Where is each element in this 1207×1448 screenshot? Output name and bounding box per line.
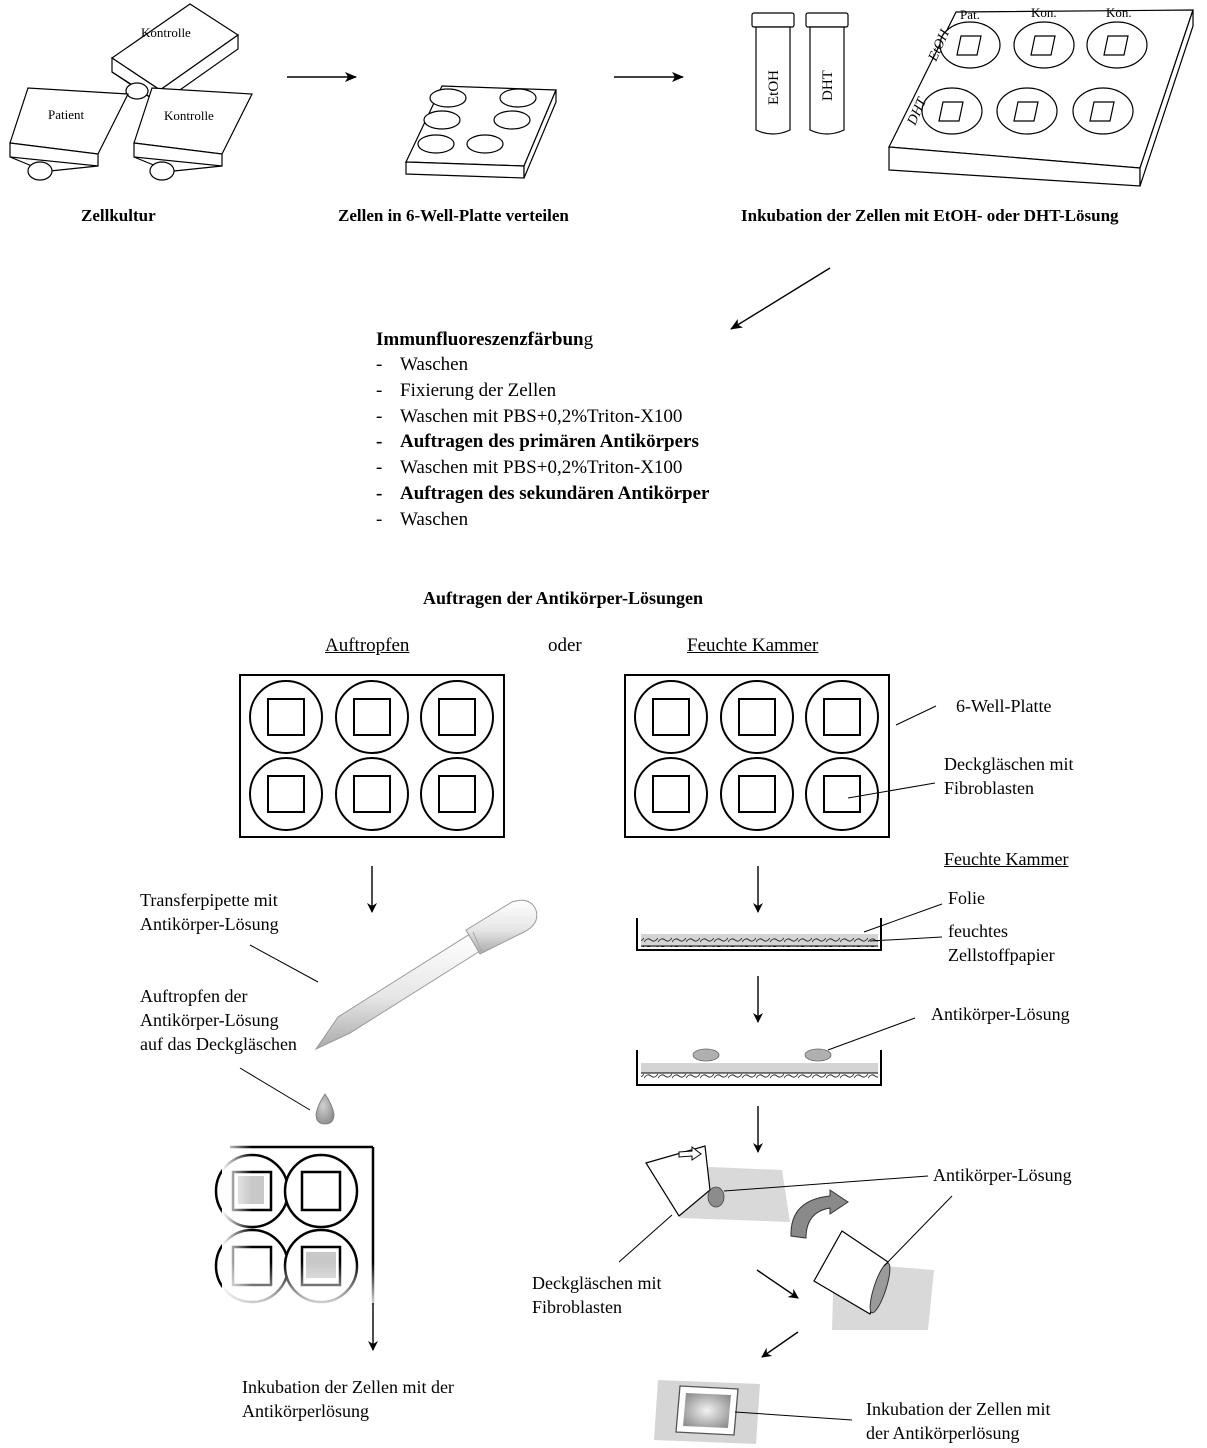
- staining-step: Waschen mit PBS+0,2%Triton-X100: [376, 455, 709, 481]
- paper-label: feuchtes Zellstoffpapier: [948, 921, 1055, 965]
- flask-label: Kontrolle: [164, 108, 214, 123]
- leader-line: [895, 705, 937, 726]
- flask-label: Patient: [48, 107, 85, 122]
- pipette-label: Transferpipette mit Antikörper-Lösung: [140, 890, 279, 934]
- foil-label: Folie: [948, 888, 986, 908]
- staining-title-bold: Immunfluoreszenzfärbun: [376, 329, 584, 350]
- flip-coverslip-icon: [790, 1189, 934, 1330]
- drip-label: Auftropfen der Antikörper-Lösung auf das…: [140, 986, 297, 1054]
- coverslip-placement-icon: [645, 1145, 790, 1222]
- test-tubes-icon: [751, 12, 849, 135]
- culture-caption: Zellkultur: [81, 206, 156, 225]
- leader-line: [239, 1067, 311, 1111]
- leader-line: [847, 782, 936, 799]
- flask-label: Kontrolle: [141, 25, 191, 40]
- staining-title: Immunfluoreszenzfärbung: [376, 327, 593, 352]
- right-result-label: Inkubation der Zellen mit der Antikörper…: [866, 1399, 1051, 1443]
- antibody-solution-label: Antikörper-Lösung: [931, 1004, 1070, 1024]
- incubation-caption: Inkubation der Zellen mit EtOH- oder DHT…: [741, 206, 1119, 225]
- or-label: oder: [548, 635, 582, 656]
- plate-label: 6-Well-Platte: [956, 696, 1052, 716]
- leader-line: [883, 1195, 953, 1267]
- humid-chamber-icon: [636, 918, 882, 951]
- humid-chamber-heading: Feuchte Kammer: [687, 635, 819, 656]
- leader-line: [723, 1175, 929, 1192]
- plate-caption: Zellen in 6-Well-Platte verteilen: [338, 206, 569, 225]
- leader-line: [734, 1411, 853, 1421]
- flow-arrow-icon: [761, 1331, 799, 1358]
- six-well-plate-icon: [624, 674, 890, 838]
- leader-line: [827, 1017, 916, 1051]
- coverslip-label: Deckgläschen mit Fibroblasten: [532, 1273, 662, 1317]
- chamber-label: Feuchte Kammer: [944, 849, 1069, 869]
- drip-method-heading: Auftropfen: [325, 635, 410, 656]
- staining-step: Fixierung der Zellen: [376, 378, 709, 404]
- zoomed-well-plate-icon: [214, 1140, 387, 1315]
- plate-column-label: Pat.: [960, 7, 980, 22]
- plate-column-label: Kon.: [1031, 5, 1057, 20]
- staining-step: Waschen mit PBS+0,2%Triton-X100: [376, 404, 709, 430]
- leader-line: [863, 903, 943, 933]
- six-well-plate-icon: [405, 85, 557, 179]
- left-result-label: Inkubation der Zellen mit der Antikörper…: [242, 1377, 454, 1421]
- leader-line: [618, 1214, 673, 1263]
- culture-flasks-icon: [9, 3, 253, 181]
- plate-column-label: Kon.: [1106, 5, 1132, 20]
- staining-step: Waschen: [376, 507, 709, 533]
- humid-chamber-icon: [636, 1048, 882, 1086]
- staining-steps: Waschen Fixierung der Zellen Waschen mit…: [376, 352, 709, 533]
- flow-arrow-icon: [756, 1269, 799, 1299]
- six-well-plate-icon: [239, 674, 505, 838]
- coverslip-label: Deckgläschen mit Fibroblasten: [944, 754, 1074, 798]
- antibody-drop-icon: [315, 1093, 335, 1125]
- transfer-pipette-icon: [314, 899, 538, 1051]
- antibody-solution-label: Antikörper-Lösung: [933, 1165, 1072, 1185]
- staining-step: Waschen: [376, 352, 709, 378]
- leader-line: [249, 944, 319, 983]
- staining-step: Auftragen des sekundären Antikörper: [376, 481, 709, 507]
- application-title: Auftragen der Antikörper-Lösungen: [423, 588, 704, 608]
- staining-step: Auftragen des primären Antikörpers: [376, 429, 709, 455]
- treated-plate-icon: [888, 9, 1194, 187]
- flow-arrow-icon: [730, 267, 831, 330]
- staining-title-tail: g: [583, 329, 594, 350]
- incubating-coverslip-icon: [654, 1380, 760, 1444]
- leader-line: [869, 936, 943, 942]
- tube-label: EtOH: [766, 70, 782, 105]
- tube-label: DHT: [820, 70, 836, 101]
